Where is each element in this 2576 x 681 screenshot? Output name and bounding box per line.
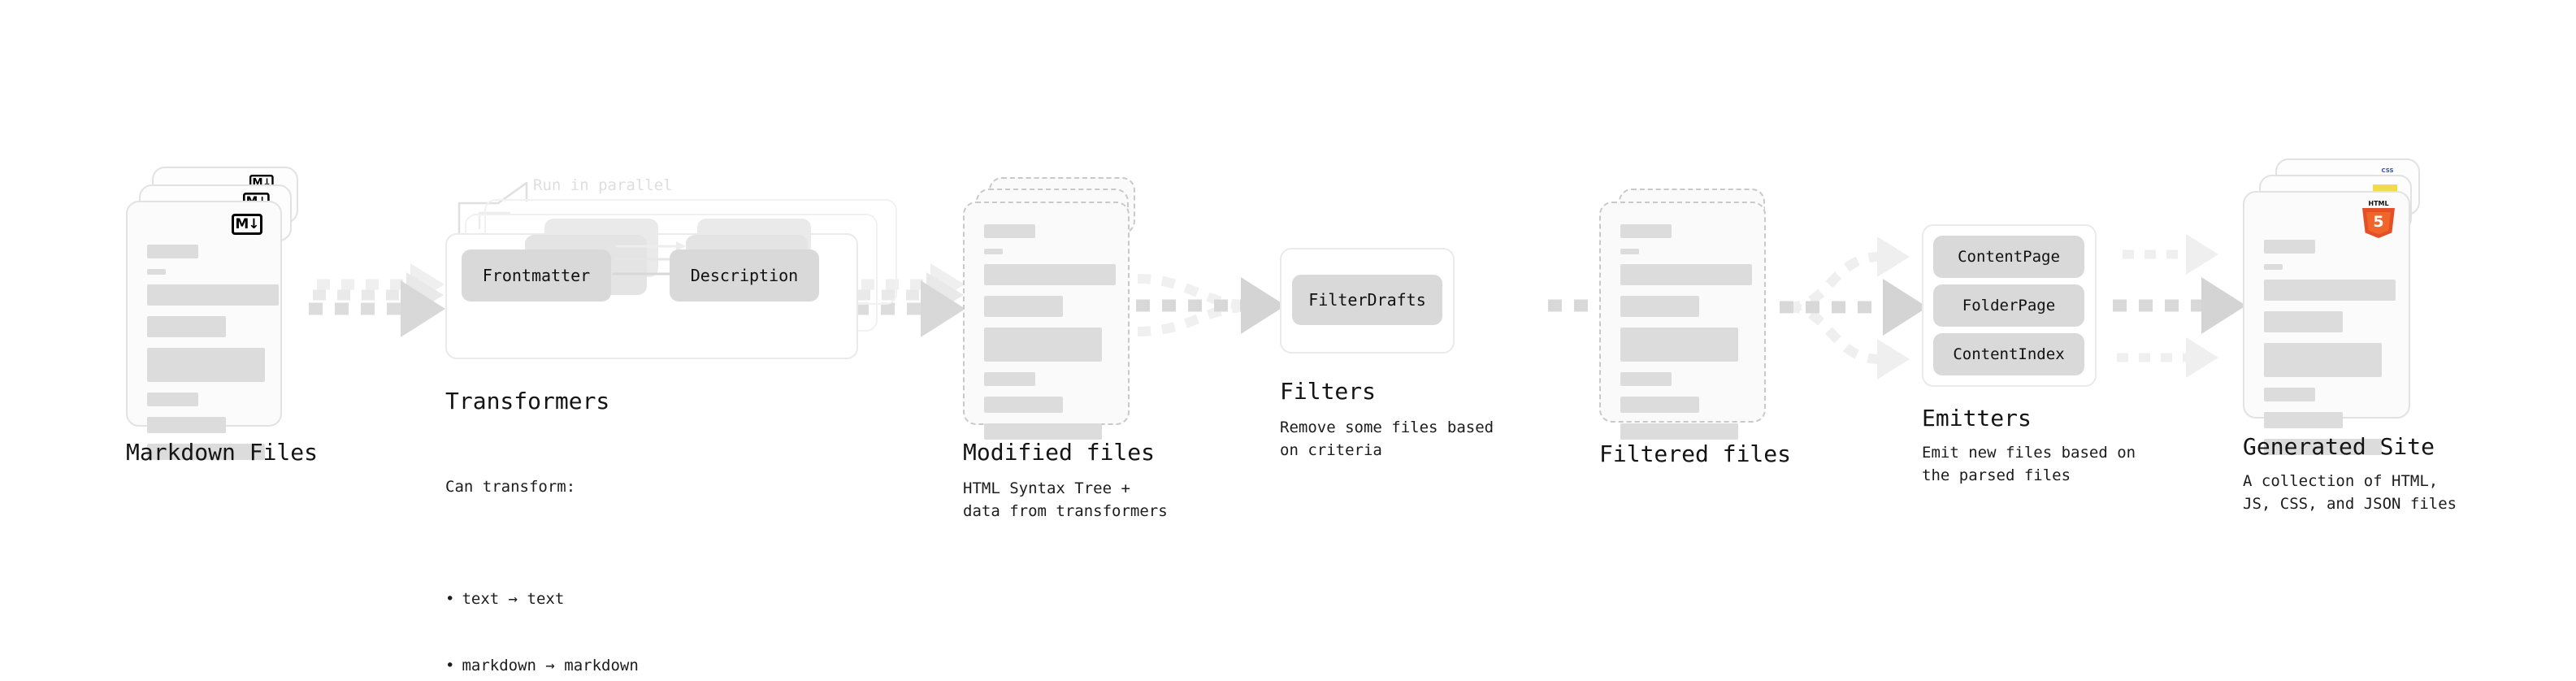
stage-title-modified-files: Modified files	[963, 439, 1156, 466]
transformers-desc-item-0: text → text	[445, 588, 639, 611]
transformers-desc-item-1: markdown → markdown	[445, 655, 638, 678]
connector-filtered-to-emitters	[1780, 236, 1928, 380]
filtered-card-front	[1599, 202, 1766, 440]
html5-badge-number: 5	[2366, 211, 2391, 235]
connector-emitters-to-site	[2113, 234, 2246, 378]
stage-title-emitters: Emitters	[1922, 405, 2032, 432]
connector-md-to-transformers	[309, 263, 445, 337]
stage-desc-modified-files: HTML Syntax Tree + data from transformer…	[963, 479, 1168, 520]
transformers-desc-list: text → text markdown → markdown html → h…	[445, 544, 639, 681]
stage-title-transformers: Transformers	[445, 388, 610, 414]
stage-title-filters: Filters	[1280, 378, 1377, 405]
stage-desc-generated-site: A collection of HTML, JS, CSS, and JSON …	[2243, 472, 2457, 513]
markdown-card-front: M↓	[126, 201, 282, 460]
html5-badge: HTML 5	[2362, 201, 2395, 238]
stage-title-markdown-files: Markdown Files	[126, 439, 319, 466]
stage-modified-files: Modified files HTML Syntax Tree + data f…	[963, 177, 1168, 520]
stage-generated-site: CSS HTML 5	[2243, 158, 2457, 513]
stage-desc-transformers: Can transform: text → text markdown → ma…	[445, 432, 639, 681]
emitters-chip-folderpage[interactable]: FolderPage	[1933, 284, 2084, 327]
html5-badge-shield: 5	[2362, 208, 2395, 238]
modified-content-lines	[984, 224, 1116, 450]
markdown-content-lines	[147, 245, 279, 471]
run-in-parallel-label: Run in parallel	[533, 176, 673, 194]
transformers-chip-description[interactable]: Description	[670, 249, 819, 301]
stage-markdown-files: M↓ M↓ M↓ Markdown Files	[126, 167, 318, 466]
modified-card-front	[963, 202, 1130, 440]
transformers-chip-frontmatter[interactable]: Frontmatter	[462, 249, 611, 301]
stage-desc-emitters: Emit new files based on the parsed files	[1922, 444, 2136, 484]
stage-filtered-files: Filtered files	[1599, 189, 1791, 467]
generated-card-front: HTML 5	[2243, 191, 2410, 455]
generated-content-lines	[2264, 240, 2396, 466]
emitters-chip-contentindex[interactable]: ContentIndex	[1933, 333, 2084, 375]
markdown-badge-front: M↓	[232, 214, 262, 235]
transformers-desc-heading: Can transform:	[445, 478, 576, 497]
stage-title-filtered-files: Filtered files	[1599, 440, 1792, 467]
connector-modified-to-filters	[1136, 274, 1286, 336]
stage-title-generated-site: Generated Site	[2243, 433, 2435, 460]
filtered-content-lines	[1620, 224, 1752, 450]
filtered-card-stack	[1599, 189, 1774, 440]
modified-card-stack	[963, 177, 1138, 440]
emitters-chip-contentpage[interactable]: ContentPage	[1933, 236, 2084, 278]
markdown-card-stack: M↓ M↓ M↓	[126, 167, 301, 460]
generated-card-stack: CSS HTML 5	[2243, 158, 2430, 455]
stage-desc-filters: Remove some files based on criteria	[1280, 419, 1494, 459]
filters-chip-filterdrafts[interactable]: FilterDrafts	[1292, 275, 1442, 325]
html5-badge-word: HTML	[2368, 200, 2389, 207]
